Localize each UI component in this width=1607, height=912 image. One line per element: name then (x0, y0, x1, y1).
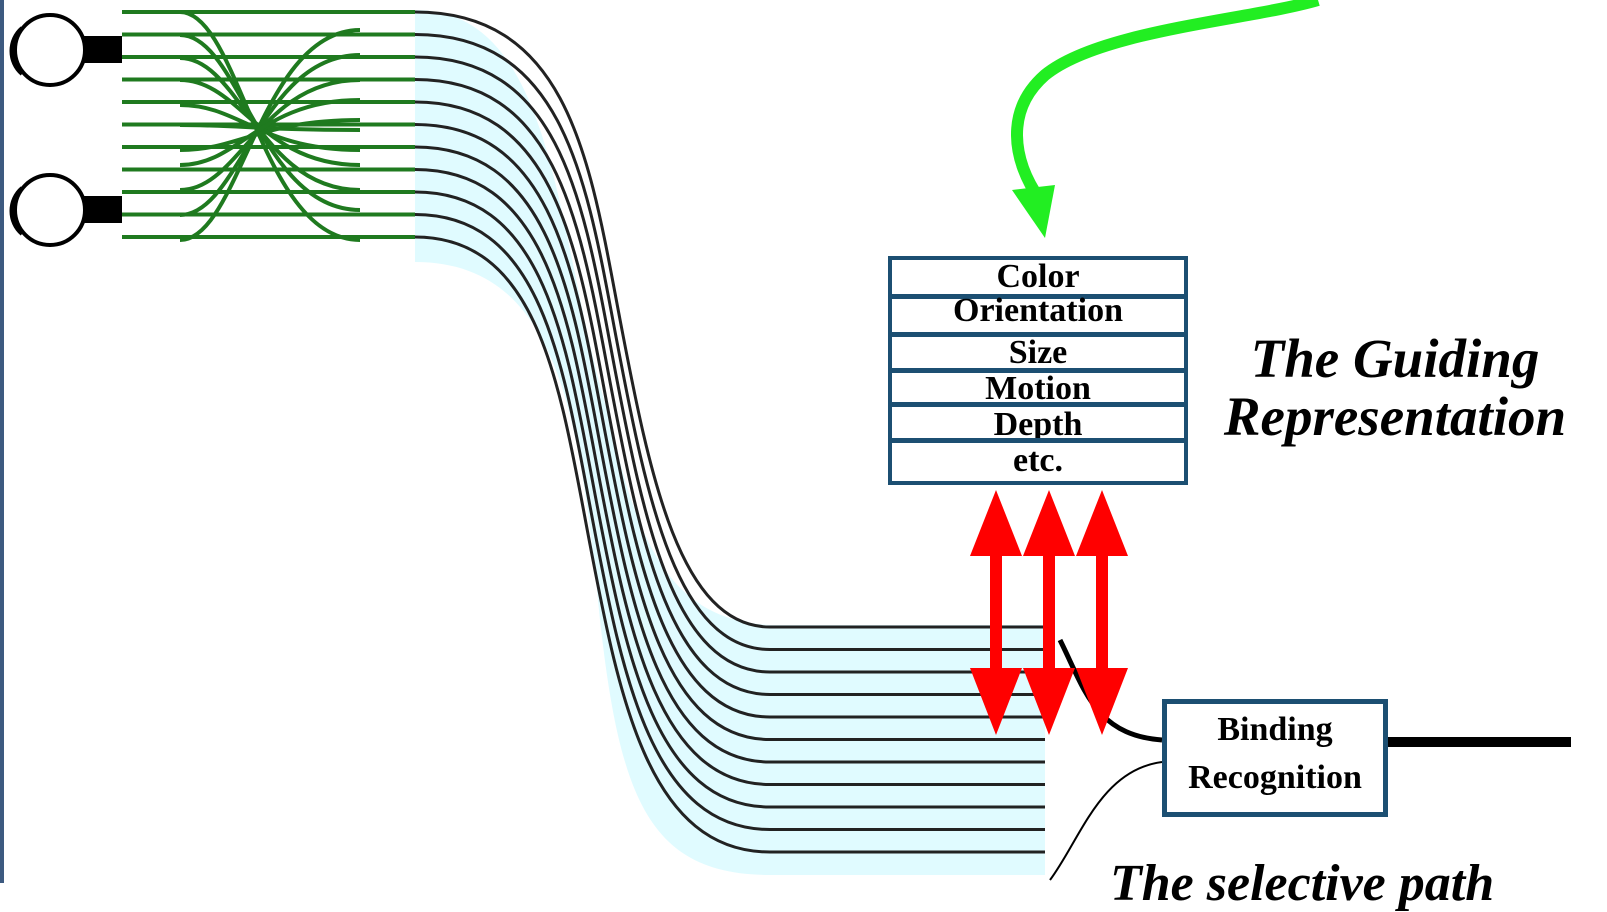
chiasm-fiber (179, 98, 361, 167)
upper-eye-icon (9, 13, 122, 87)
feedback-double-arrows (970, 490, 1128, 735)
chiasm-fiber (179, 78, 361, 167)
left-border (0, 0, 4, 883)
feature-color: Color (996, 258, 1080, 295)
chiasm-fiber (179, 123, 361, 132)
feature-separator (892, 294, 1184, 299)
binding-recognition-box: Binding Recognition (1162, 699, 1388, 817)
ribbon-fiber (414, 123, 1045, 741)
ribbon-fiber (414, 190, 1045, 809)
ribbon-fiber (414, 145, 1045, 764)
ribbon-fiber (414, 78, 1045, 696)
retinal-fibers (122, 10, 415, 242)
ribbon-fiber (414, 235, 1045, 854)
right-margin (1571, 0, 1607, 883)
feature-depth: Depth (993, 406, 1083, 443)
chiasm-fiber (179, 118, 361, 152)
pathway-ribbon-fill (415, 10, 1045, 875)
feature-separator (892, 438, 1184, 443)
ribbon-fiber (414, 10, 1045, 629)
ribbon-fiber (414, 100, 1045, 719)
binding-label: Binding (1217, 711, 1333, 748)
ribbon-fiber (414, 33, 1045, 651)
feature-separator (892, 368, 1184, 373)
ribbon-fiber (414, 55, 1045, 674)
lower-eye-icon (9, 173, 122, 247)
feature-separator (892, 402, 1184, 407)
selective-path-label: The selective path (1110, 855, 1495, 912)
ribbon-fiber (414, 213, 1045, 831)
double-arrow-left (970, 490, 1022, 735)
feature-orientation: Orientation (953, 292, 1123, 329)
ribbon-fiber (414, 168, 1045, 786)
selective-path-curve (1049, 761, 1163, 881)
double-arrow-middle (1023, 490, 1075, 735)
guiding-representation-label: The Guiding Representation (1195, 330, 1595, 446)
feature-separator (892, 332, 1184, 337)
recognition-label: Recognition (1188, 759, 1362, 796)
feature-size: Size (1008, 334, 1068, 371)
pathway-ribbon (414, 10, 1045, 854)
guiding-label-line-1: The Guiding (1250, 328, 1540, 389)
feature-etc: etc. (1012, 442, 1063, 479)
feature-maps-box: Color Orientation Size Motion Depth etc. (888, 256, 1188, 485)
guiding-label-line-2: Representation (1223, 386, 1567, 447)
double-arrow-right (1076, 490, 1128, 735)
feature-motion: Motion (985, 370, 1091, 407)
guidance-arrow (1011, 0, 1320, 238)
